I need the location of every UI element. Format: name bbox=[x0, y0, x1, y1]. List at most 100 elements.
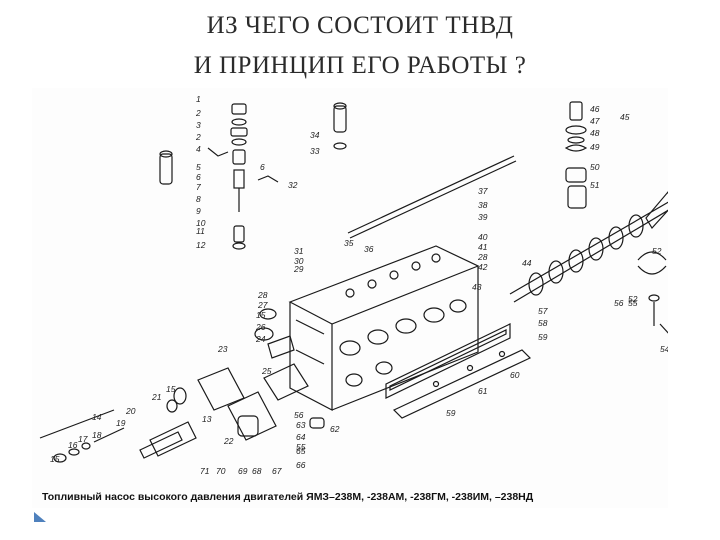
part-label-lmid-14: 15 bbox=[50, 454, 60, 464]
valve-parts bbox=[333, 102, 347, 150]
part-label-lmid-11: 18 bbox=[92, 430, 102, 440]
slide-corner-marker bbox=[34, 512, 46, 522]
part-label-mid-0: 34 bbox=[310, 130, 320, 140]
part-label-left-12: 12 bbox=[196, 240, 206, 250]
drive-coupling bbox=[139, 308, 309, 459]
part-label-right-3: 49 bbox=[590, 142, 600, 152]
part-label-bottom-4: 67 bbox=[272, 466, 282, 476]
part-label-lmid-0: 28 bbox=[257, 290, 268, 300]
part-label-lmid-9: 20 bbox=[125, 406, 136, 416]
part-label-rt-0: 52 bbox=[652, 246, 662, 256]
figure-caption: Топливный насос высокого давления двигат… bbox=[42, 491, 534, 503]
plunger-spring-stack bbox=[564, 101, 588, 209]
bolt-53 bbox=[648, 294, 668, 334]
part-label-lmid-12: 17 bbox=[78, 434, 88, 444]
small-fittings bbox=[39, 409, 125, 463]
part-label-rt-7: 59 bbox=[538, 332, 548, 342]
part-label-mid-3: 38 bbox=[478, 200, 488, 210]
part-label-left-9: 9 bbox=[196, 206, 201, 216]
part-label-bottom-8: 63 bbox=[296, 420, 306, 430]
part-label-right-5: 51 bbox=[590, 180, 600, 190]
part-label-left-3: 2 bbox=[195, 132, 201, 142]
bearing-half-lower bbox=[637, 265, 667, 275]
part-label-lmid-4: 24 bbox=[255, 334, 266, 344]
part-label-lmid-2: 15 bbox=[256, 310, 266, 320]
part-label-mid-8: 42 bbox=[478, 262, 488, 272]
part-label-bottom-11: 56 bbox=[294, 410, 304, 420]
cover-plate bbox=[385, 323, 532, 419]
part-label-rt-9: 61 bbox=[478, 386, 488, 396]
part-label-rt-4: 56 bbox=[614, 298, 624, 308]
part-label-bottom-9: 62 bbox=[330, 424, 340, 434]
part-label-bottom-12: 52 bbox=[628, 294, 638, 304]
part-number-labels: 1232456789101112464748495051453433373839… bbox=[50, 94, 668, 476]
part-label-lmid-8: 21 bbox=[151, 392, 162, 402]
part-label-lmid-17: 22 bbox=[223, 436, 234, 446]
part-label-rt-3: 55 bbox=[628, 298, 638, 308]
part-label-mid-9: 43 bbox=[472, 282, 482, 292]
part-label-left-8: 8 bbox=[196, 194, 201, 204]
part-label-left-4: 4 bbox=[196, 144, 201, 154]
part-label-lmid-7: 15 bbox=[166, 384, 176, 394]
part-label-lmid-10: 19 bbox=[116, 418, 126, 428]
part-label-rt-10: 59 bbox=[446, 408, 456, 418]
part-label-lmid-1: 27 bbox=[257, 300, 268, 310]
slide-title-line-2: И ПРИНЦИП ЕГО РАБОТЫ ? bbox=[193, 52, 527, 79]
slide-title-line-1: ИЗ ЧЕГО СОСТОИТ ТНВД bbox=[206, 12, 514, 39]
part-label-bottom-5: 66 bbox=[296, 460, 306, 470]
part-label-left-5: 5 bbox=[196, 162, 201, 172]
part-label-left-7: 7 bbox=[196, 182, 201, 192]
part-label-lmid-13: 16 bbox=[68, 440, 78, 450]
part-label-bottom-0: 71 bbox=[200, 466, 210, 476]
part-label-right-4: 50 bbox=[590, 162, 600, 172]
part-label-bottom-2: 69 bbox=[238, 466, 248, 476]
part-label-left-0: 1 bbox=[196, 94, 201, 104]
pump-housing bbox=[288, 245, 480, 411]
part-label-lmid-3: 26 bbox=[255, 322, 266, 332]
part-label-mid-7: 28 bbox=[477, 252, 488, 262]
part-label-bottom-3: 68 bbox=[252, 466, 262, 476]
part-label-left-6: 6 bbox=[196, 172, 201, 182]
part-label-lmid-16: 13 bbox=[202, 414, 212, 424]
part-label-mid-16: 6 bbox=[260, 162, 265, 172]
part-label-right-2: 48 bbox=[590, 128, 600, 138]
part-label-rt-6: 58 bbox=[538, 318, 548, 328]
part-label-bottom-10: 55 bbox=[296, 442, 306, 452]
rack-rod bbox=[347, 155, 517, 239]
part-label-bottom-6: 65 bbox=[296, 446, 306, 456]
part-label-mid-5: 40 bbox=[478, 232, 488, 242]
part-label-rt-2: 54 bbox=[660, 344, 668, 354]
camshaft bbox=[509, 191, 668, 303]
part-label-bottom-7: 64 bbox=[296, 432, 306, 442]
part-label-group: 45 bbox=[620, 112, 630, 122]
part-label-mid-14: 29 bbox=[293, 264, 304, 274]
part-label-left-10: 10 bbox=[196, 218, 206, 228]
pump-drawing bbox=[39, 101, 668, 463]
part-label-lmid-5: 23 bbox=[217, 344, 228, 354]
part-label-left-11: 11 bbox=[196, 226, 205, 236]
part-label-mid-17: 44 bbox=[522, 258, 532, 268]
part-label-lmid-6: 25 bbox=[261, 366, 272, 376]
part-label-mid-1: 33 bbox=[310, 146, 320, 156]
part-label-rt-5: 57 bbox=[538, 306, 548, 316]
bearing-half bbox=[637, 251, 667, 261]
part-label-mid-13: 30 bbox=[294, 256, 304, 266]
part-label-right-0: 46 bbox=[590, 104, 600, 114]
part-label-mid-12: 31 bbox=[294, 246, 304, 256]
part-label-mid-11: 36 bbox=[364, 244, 374, 254]
part-label-left-1: 2 bbox=[195, 108, 201, 118]
part-label-mid-15: 32 bbox=[288, 180, 298, 190]
housing-bores bbox=[339, 253, 467, 387]
part-label-bottom-1: 70 bbox=[216, 466, 226, 476]
part-label-mid-4: 39 bbox=[478, 212, 488, 222]
part-label-mid-2: 37 bbox=[478, 186, 488, 196]
plug-62 bbox=[309, 417, 325, 429]
left-parts-stack bbox=[159, 103, 279, 250]
part-label-mid-6: 41 bbox=[478, 242, 488, 252]
part-label-lmid-15: 14 bbox=[92, 412, 102, 422]
part-label-mid-10: 35 bbox=[344, 238, 354, 248]
part-label-right-1: 47 bbox=[590, 116, 600, 126]
part-label-rt-8: 60 bbox=[510, 370, 520, 380]
part-label-left-2: 3 bbox=[196, 120, 201, 130]
